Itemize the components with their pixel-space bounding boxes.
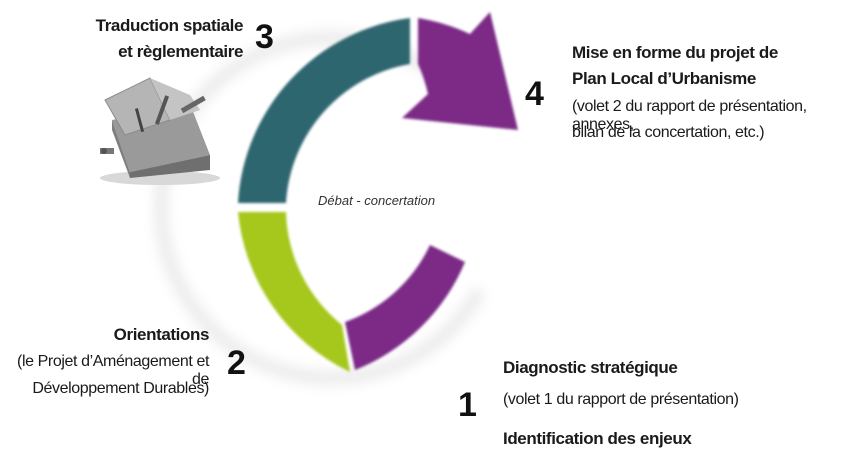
step-2-title: Orientations [113,325,210,344]
step-1-subtitle: (volet 1 du rapport de présentation) [503,391,739,408]
step-3-number: 3 [255,18,274,56]
center-label: Débat - concertation [318,193,436,208]
step-3-title-line2: et règlementaire [118,42,243,61]
segment-4-mise-en-forme [402,12,518,130]
step-4-subtitle-line2: bilan de la concertation, etc.) [572,124,765,141]
segment-3-traduction [238,18,410,203]
step-1-title: Diagnostic stratégique [503,358,678,377]
step-2-subtitle-line1: (le Projet d’Aménagement et de [17,353,209,388]
step-2-subtitle-line2: Développement Durables) [32,380,209,397]
segment-1-diagnostic [345,245,465,370]
step-4-title-line2: Plan Local d’Urbanisme [572,69,756,88]
step-4-number: 4 [525,75,544,113]
toolbox-icon [100,77,220,185]
step-4-subtitle-line1: (volet 2 du rapport de présentation, ann… [572,98,807,133]
step-2-number: 2 [227,344,246,382]
step-4-title-line1: Mise en forme du projet de [572,43,778,62]
step-3-title-line1: Traduction spatiale [95,16,244,35]
step-1-number: 1 [458,386,477,424]
segment-2-orientations [238,212,350,372]
step-1-extra: Identification des enjeux [503,429,692,448]
